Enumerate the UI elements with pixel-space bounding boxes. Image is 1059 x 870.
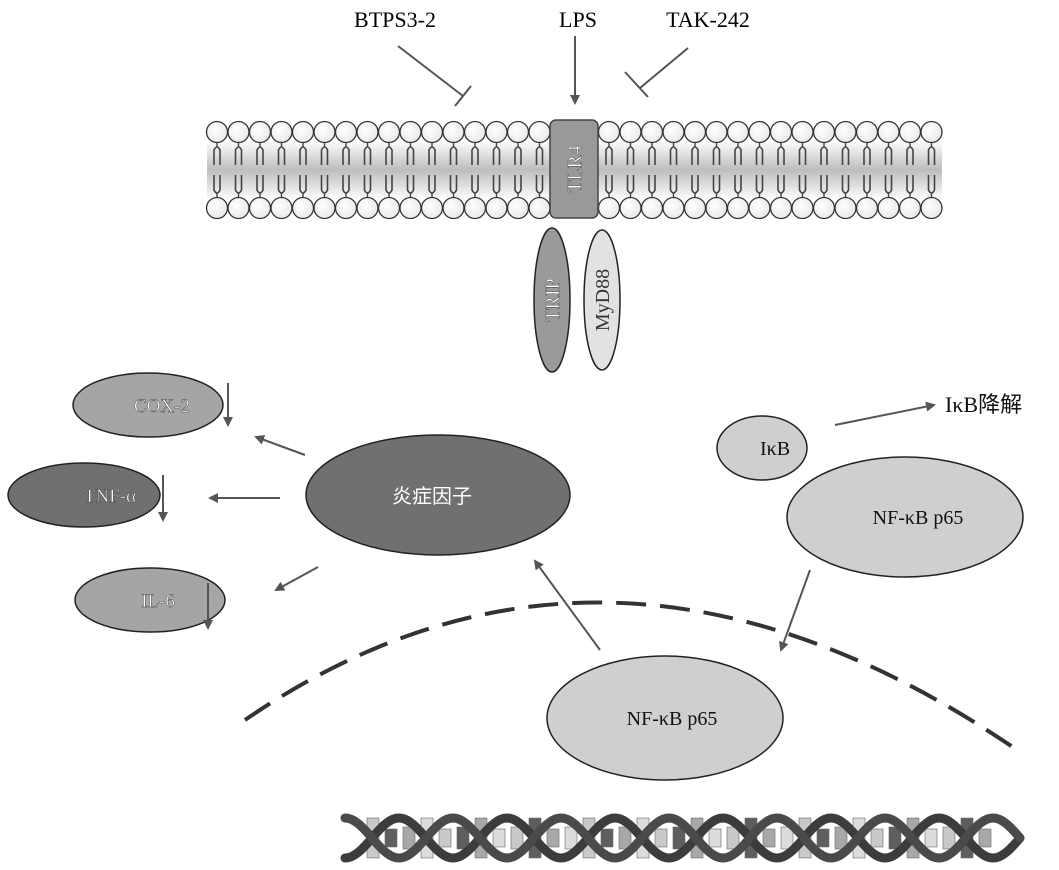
ikb-node: IκB [716,415,808,481]
phospholipid [662,120,685,220]
nfkb-p65-cytoplasm-node: NF-κB p65 [786,456,1024,578]
btps3-2-label: BTPS3-2 [354,7,436,32]
nfkb-p65-nucleus-label: NF-κB p65 [627,708,718,730]
arrow-to-cox-2 [254,435,306,456]
phospholipid [334,120,358,220]
phospholipid [791,120,814,220]
phospholipid [377,120,401,220]
phospholipid [640,120,664,220]
translocation-arrow [779,569,811,652]
phospholipid [683,120,707,220]
inflammatory-factors-label: 炎症因子 [392,485,472,508]
base-pair [564,826,578,850]
phospholipid [506,120,530,220]
dna-helix-icon [340,813,1025,863]
base-pair [510,826,524,850]
base-pair [546,828,560,848]
ikb-degradation-label: IκB降解 [945,392,1022,417]
phospholipid [291,120,315,220]
base-pair [402,826,416,850]
transcription-arrow [533,559,601,651]
phospholipid [834,120,857,220]
il-6-node: IL-6 [74,567,226,633]
tlr4-label: TLR4 [564,145,586,193]
phospholipid [248,120,272,220]
base-pair [618,826,632,850]
base-pair [708,828,722,848]
base-pair [600,828,614,848]
base-pair [654,828,668,848]
base-pair [834,826,848,850]
nfkb-p65-nucleus-node: NF-κB p65 [546,655,784,781]
cox-2-label: COX-2 [134,396,190,417]
myd88-adaptor: MyD88 [583,229,621,371]
phospholipid [227,120,250,220]
dna-strand [340,813,1025,863]
il-6-label: IL-6 [141,591,175,612]
phospholipid [748,120,771,220]
base-pair [942,826,956,850]
phospholipid [270,120,293,220]
phospholipid [463,120,487,220]
base-pair [438,828,452,848]
cox-2-node: COX-2 [72,372,233,438]
base-pair [780,826,794,850]
phospholipid [485,120,508,220]
tak-242-label: TAK-242 [666,7,750,32]
phospholipid [855,120,879,220]
base-pair [456,826,470,850]
nfkb-p65-cytoplasm-label: NF-κB p65 [873,507,964,529]
base-pair [870,828,884,848]
ikb-label: IκB [760,438,790,460]
phospholipid [399,120,422,220]
base-pair [978,828,992,848]
base-pair [762,828,776,848]
myd88-label: MyD88 [592,269,614,331]
tak-242-inhibition-line [624,47,689,98]
phospholipid [619,120,642,220]
base-pair [726,826,740,850]
dna-strand [340,813,1025,863]
base-pair [384,828,398,848]
phospholipid [898,120,922,220]
phospholipid [442,120,465,220]
phospholipid [920,120,943,220]
ikb-degradation-arrow [834,401,936,426]
tlr4-receptor: TLR4 [549,119,599,219]
phospholipid [420,120,444,220]
arrow-to-il-6 [274,566,319,591]
base-pair [672,826,686,850]
phospholipid [812,120,836,220]
lps-label: LPS [559,7,597,32]
trip-adaptor: TRIP [533,227,571,373]
trip-label: TRIP [542,278,564,321]
phospholipid [528,120,551,220]
base-pair [816,828,830,848]
base-pair [924,828,938,848]
cell-membrane [205,120,943,220]
tnf-alpha-label: TNF-α [84,486,136,507]
btps3-2-inhibition-line [397,45,472,107]
nuclear-membrane [243,600,1022,754]
base-pair [888,826,902,850]
inflammatory-factors-node: 炎症因子 [305,434,571,556]
base-pair [492,828,506,848]
tnf-alpha-node: TNF-α [7,462,168,528]
phospholipid [705,120,728,220]
